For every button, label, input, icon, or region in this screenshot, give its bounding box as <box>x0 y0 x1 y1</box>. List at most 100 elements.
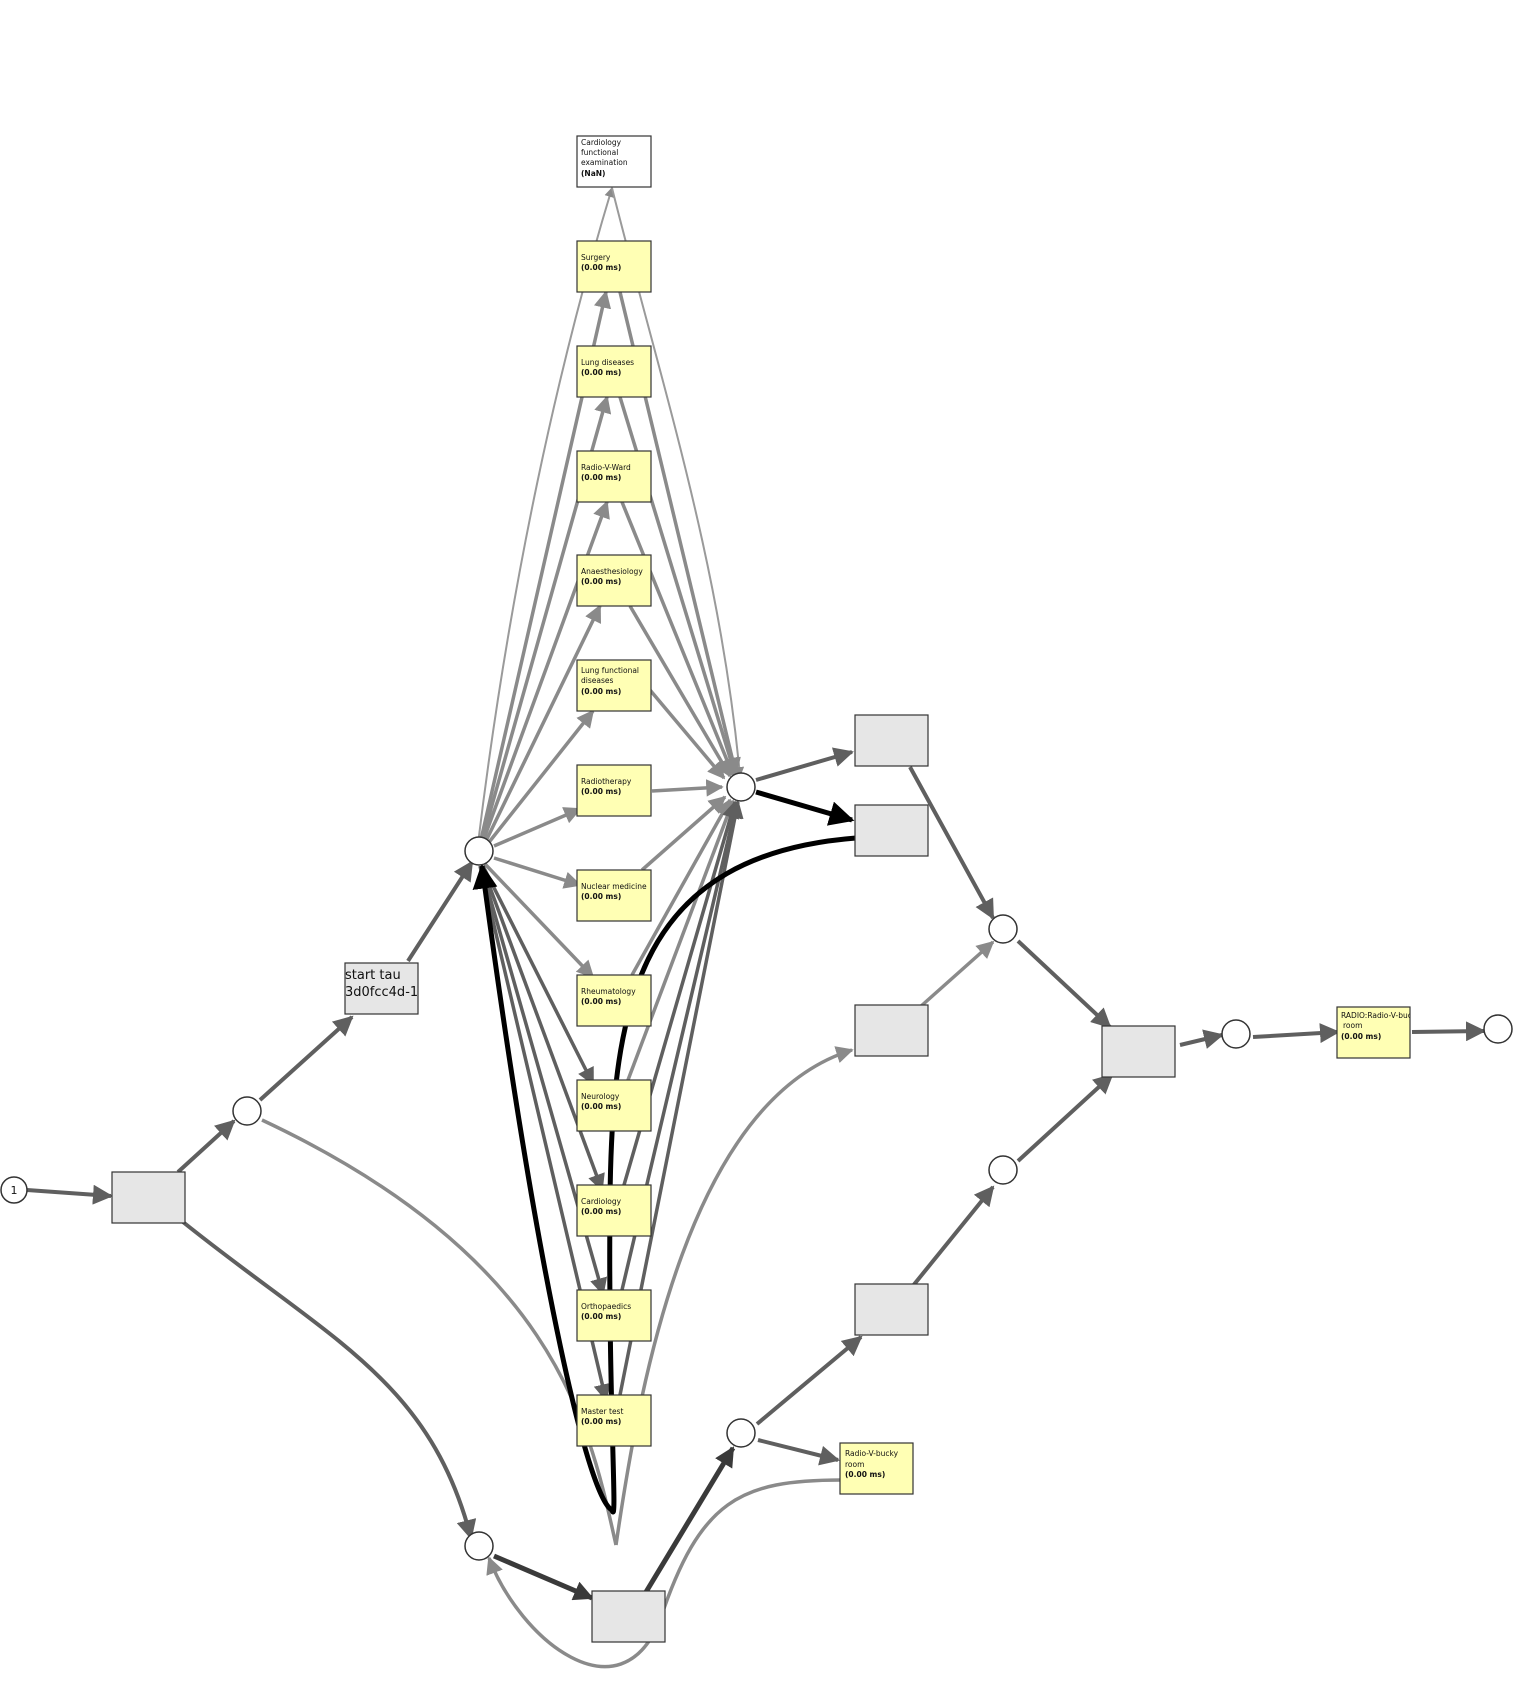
transition-cardiology[interactable]: Cardiology (0.00 ms) <box>576 1184 652 1237</box>
edge-hub-to-neuro <box>481 865 595 1086</box>
label-line: Neurology <box>581 1092 620 1101</box>
silent-transition-join[interactable] <box>1101 1025 1176 1078</box>
label-stat: (0.00 ms) <box>1341 1032 1381 1041</box>
edges <box>26 187 1486 1669</box>
edge-split-to-p6 <box>181 1220 477 1540</box>
label-line: diseases <box>581 676 613 685</box>
label-line: Radio-V-Ward <box>581 463 631 472</box>
place-lower-right[interactable] <box>726 1418 756 1448</box>
edge-rheuma-to-join <box>630 798 732 976</box>
transition-radio-v-ward[interactable]: Radio-V-Ward (0.00 ms) <box>576 450 652 503</box>
label-line: Radiotherapy <box>581 777 632 786</box>
start-tau-transition[interactable]: start tau 3d0fcc4d-15 <box>344 962 426 1015</box>
label-line: functional <box>581 148 618 157</box>
silent-transition-t3[interactable] <box>854 1004 929 1057</box>
edge-t3-to-p3 <box>918 940 995 1009</box>
edge-hub-to-rheuma <box>483 862 595 979</box>
transition-orthopaedics[interactable]: Orthopaedics (0.00 ms) <box>576 1289 652 1342</box>
label-line: room <box>1343 1021 1362 1030</box>
edge-silent-to-p7 <box>643 1446 736 1594</box>
label-line: Anaesthesiology <box>581 567 643 576</box>
edge-p1-bypass-loop <box>261 1118 618 1546</box>
edge-p7-to-bucky <box>757 1438 840 1466</box>
edge-p5-to-join-t <box>1016 1073 1114 1163</box>
label-line: Orthopaedics <box>581 1302 631 1311</box>
place-before-radio[interactable] <box>1221 1019 1251 1049</box>
start-tau-line-1: start tau <box>345 968 401 983</box>
label-line: Master test <box>581 1407 623 1416</box>
activity-transitions: Cardiology functional examination (NaN) … <box>576 135 1421 1495</box>
edge-p3-to-join-t <box>1016 939 1112 1029</box>
label-stat: (0.00 ms) <box>581 997 621 1006</box>
label-line: Rheumatology <box>581 987 636 996</box>
label-line: Cardiology <box>581 138 622 147</box>
edge-p-out-to-radio <box>1252 1023 1340 1044</box>
edge-anaesth-to-join <box>628 605 732 778</box>
edge-split-to-p1 <box>176 1119 236 1174</box>
transition-neurology[interactable]: Neurology (0.00 ms) <box>576 1079 652 1132</box>
token-count: 1 <box>11 1184 18 1197</box>
transition-radio-radio-v-bucky-room[interactable]: RADIO:Radio-V-bucky room (0.00 ms) <box>1336 1006 1421 1059</box>
edge-hub-to-lungfunc <box>484 709 595 848</box>
sink-place[interactable] <box>1483 1014 1513 1044</box>
label-line: Cardiology <box>581 1197 622 1206</box>
edge-hub-to-cardio <box>480 865 605 1192</box>
edge-source-to-split <box>26 1184 113 1205</box>
edge-neuro-to-join <box>626 799 736 1081</box>
silent-transitions: start tau 3d0fcc4d-15 <box>111 714 1176 1643</box>
edge-join-to-t2 <box>755 789 855 826</box>
label-stat: (0.00 ms) <box>581 1207 621 1216</box>
edge-t1-to-p3 <box>908 766 995 920</box>
edge-nuclear-to-join <box>640 795 727 872</box>
edge-hub-to-nuclear <box>493 856 582 889</box>
label-line: Lung functional <box>581 666 639 675</box>
places: 1 <box>0 772 1513 1561</box>
place-merge-upper[interactable] <box>988 914 1018 944</box>
transition-lung-diseases[interactable]: Lung diseases (0.00 ms) <box>576 345 652 398</box>
edge-join-to-t1 <box>755 747 854 782</box>
transition-anaesthesiology[interactable]: Anaesthesiology (0.00 ms) <box>576 554 652 607</box>
transition-rheumatology[interactable]: Rheumatology (0.00 ms) <box>576 974 652 1027</box>
transition-radiotherapy[interactable]: Radiotherapy (0.00 ms) <box>576 764 652 817</box>
label-stat: (0.00 ms) <box>581 1417 621 1426</box>
edge-starttau-to-hub <box>406 860 474 963</box>
label-line: Surgery <box>581 253 611 262</box>
edge-radio-to-sink <box>1411 1021 1486 1042</box>
transition-radio-v-bucky-room[interactable]: Radio-V-bucky room (0.00 ms) <box>839 1442 914 1495</box>
label-stat: (0.00 ms) <box>581 687 621 696</box>
silent-transition-lower[interactable] <box>591 1590 666 1643</box>
silent-transition-t4[interactable] <box>854 1283 929 1336</box>
transition-cardiology-functional[interactable]: Cardiology functional examination (NaN) <box>576 135 652 188</box>
label-line: Radio-V-bucky <box>845 1449 899 1458</box>
place-join[interactable] <box>726 772 756 802</box>
transition-surgery[interactable]: Surgery (0.00 ms) <box>576 240 652 293</box>
label-line: Nuclear medicine <box>581 882 647 891</box>
silent-transition-split[interactable] <box>111 1171 186 1224</box>
source-place[interactable]: 1 <box>0 1176 28 1204</box>
edge-hub-to-anaesth <box>482 604 602 846</box>
place-merge-lower[interactable] <box>988 1155 1018 1185</box>
label-stat: (0.00 ms) <box>845 1470 885 1479</box>
label-stat: (0.00 ms) <box>581 473 621 482</box>
edge-join-t-to-p-out <box>1179 1029 1224 1049</box>
edge-t2-redo-loop <box>472 835 857 1515</box>
transition-master-test[interactable]: Master test (0.00 ms) <box>576 1394 652 1447</box>
edge-lungfunc-to-join <box>648 688 726 780</box>
label-line: examination <box>581 158 628 167</box>
edge-p1-to-starttau <box>258 1015 354 1102</box>
label-stat: (0.00 ms) <box>581 1312 621 1321</box>
transition-lung-functional[interactable]: Lung functional diseases (0.00 ms) <box>576 659 652 712</box>
place-hub[interactable] <box>464 836 494 866</box>
transition-nuclear-medicine[interactable]: Nuclear medicine (0.00 ms) <box>576 869 652 922</box>
edge-t4-to-p5 <box>910 1185 995 1289</box>
label-line: room <box>845 1460 864 1469</box>
label-stat: (0.00 ms) <box>581 368 621 377</box>
place-lower-left[interactable] <box>464 1531 494 1561</box>
label-stat: (NaN) <box>581 169 605 178</box>
label-stat: (0.00 ms) <box>581 787 621 796</box>
place-after-split[interactable] <box>232 1096 262 1126</box>
silent-transition-t2[interactable] <box>854 804 929 857</box>
silent-transition-t1[interactable] <box>854 714 929 767</box>
edge-radiotherapy-to-join <box>651 779 724 797</box>
